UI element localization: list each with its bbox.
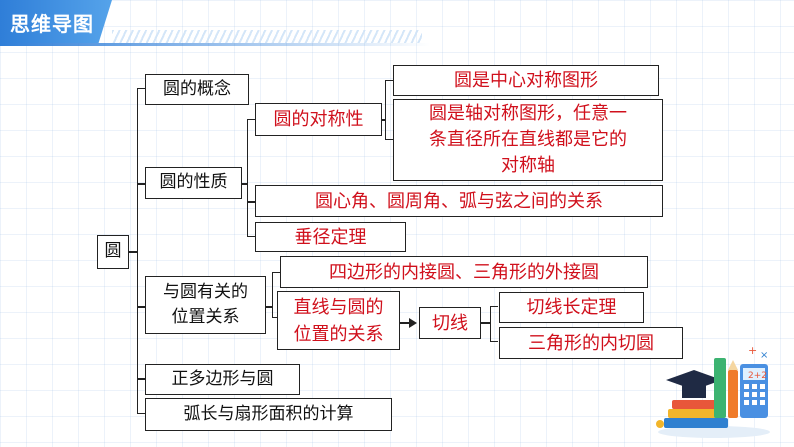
tangent-length-node: 切线长定理: [499, 292, 644, 323]
incircle-label: 三角形的内切圆: [528, 332, 654, 354]
line-circle-label: 直线与圆的 位置的关系: [293, 296, 384, 345]
svg-text:+: +: [748, 344, 757, 357]
tangent-node: 切线: [419, 307, 481, 339]
line-circle-node: 直线与圆的 位置的关系: [277, 291, 400, 350]
tangent-length-label: 切线长定理: [526, 297, 617, 318]
header-stripes: [112, 30, 422, 43]
root-bracket: [137, 88, 146, 414]
symmetry-item-axial-label: 圆是轴对称图形，任意一 条直径所在直线都是它的 对称轴: [429, 102, 627, 177]
tick-properties: [137, 183, 146, 185]
symmetry-item-central: 圆是中心对称图形: [393, 65, 659, 96]
tick-polygon: [137, 378, 146, 380]
branch-polygon-label: 正多边形与圆: [171, 368, 274, 389]
relation-label: 圆心角、圆周角、弧与弦之间的关系: [315, 190, 603, 212]
relation-node: 圆心角、圆周角、弧与弦之间的关系: [255, 185, 663, 217]
tangent-arrow-line: [400, 322, 410, 324]
symmetry-bracket: [385, 80, 393, 140]
root-label: 圆: [104, 241, 122, 262]
properties-connector: [242, 183, 248, 185]
branch-properties-label: 圆的性质: [159, 172, 228, 193]
branch-concept: 圆的概念: [145, 74, 249, 105]
properties-bracket: [247, 119, 255, 237]
svg-text:2+2: 2+2: [748, 371, 767, 381]
branch-arc-label: 弧长与扇形面积的计算: [183, 403, 354, 424]
branch-polygon: 正多边形与圆: [145, 364, 300, 395]
branch-arc: 弧长与扇形面积的计算: [145, 398, 392, 431]
perpendicular-label: 垂径定理: [294, 226, 367, 248]
branch-related: 与圆有关的 位置关系: [145, 276, 266, 334]
svg-text:×: ×: [760, 350, 768, 361]
tick-relation: [247, 201, 255, 203]
tangent-bracket: [490, 306, 498, 342]
branch-properties: 圆的性质: [145, 167, 242, 199]
header-underline: [0, 43, 430, 46]
header-title: 思维导图: [10, 12, 94, 36]
school-supplies-illustration: 2+2 + ×: [656, 344, 770, 438]
symmetry-item-axial: 圆是轴对称图形，任意一 条直径所在直线都是它的 对称轴: [393, 99, 663, 181]
inscribed-node: 四边形的内接圆、三角形的外接圆: [280, 256, 648, 288]
branch-concept-label: 圆的概念: [163, 78, 231, 99]
symmetry-connector: [382, 119, 386, 121]
incircle-node: 三角形的内切圆: [499, 327, 683, 359]
tangent-label: 切线: [432, 312, 468, 334]
symmetry-item-central-label: 圆是中心对称图形: [454, 70, 598, 91]
symmetry-label: 圆的对称性: [273, 109, 364, 130]
root-node: 圆: [97, 235, 129, 269]
perpendicular-node: 垂径定理: [255, 222, 406, 252]
inscribed-label: 四边形的内接圆、三角形的外接圆: [329, 261, 599, 283]
tick-related: [137, 306, 146, 308]
related-connector: [266, 306, 273, 308]
tangent-arrow-head: [409, 318, 417, 328]
symmetry-node: 圆的对称性: [255, 103, 382, 136]
root-connector: [129, 251, 138, 253]
branch-related-label: 与圆有关的 位置关系: [163, 281, 248, 328]
tangent-connector: [481, 322, 491, 324]
header-bar: 思维导图: [0, 0, 112, 43]
related-bracket: [272, 272, 280, 318]
